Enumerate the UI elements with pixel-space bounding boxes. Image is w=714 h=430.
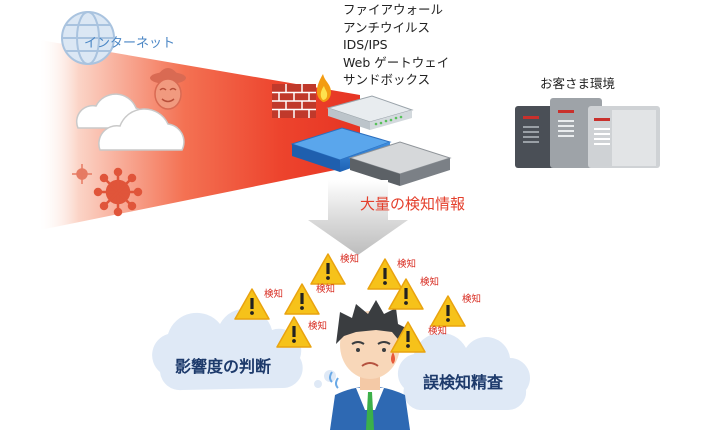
customer-environment-label: お客さま環境 xyxy=(540,76,616,91)
down-arrow-icon xyxy=(308,180,408,255)
impact-judgement-text: 影響度の判断 xyxy=(175,357,272,376)
worried-person-icon xyxy=(329,300,410,430)
alert-label: 検知 xyxy=(308,320,327,332)
virus-icon xyxy=(72,164,92,184)
virus-icon xyxy=(93,167,143,217)
warning-icon xyxy=(390,321,426,353)
internet-label: インターネット xyxy=(84,36,176,51)
alert-label: 検知 xyxy=(316,283,335,295)
hacker-icon xyxy=(150,68,186,110)
warning-icon xyxy=(430,295,466,327)
device-sandbox: サンドボックス xyxy=(343,72,431,87)
warning-icon xyxy=(284,283,320,315)
warning-icon xyxy=(234,288,270,320)
device-web-gateway: Web ゲートウェイ xyxy=(343,54,450,70)
alert-label: 検知 xyxy=(420,276,439,288)
detection-flow-label: 大量の検知情報 xyxy=(360,195,466,213)
false-positive-review-text: 誤検知精査 xyxy=(423,373,504,392)
alert-label: 検知 xyxy=(264,288,283,300)
globe-icon xyxy=(61,11,115,65)
warning-icon xyxy=(367,258,403,290)
device-antivirus: アンチウイルス xyxy=(343,19,431,35)
network-appliance-icon xyxy=(348,141,452,186)
network-appliance-icon xyxy=(326,95,414,130)
device-firewall: ファイアウォール xyxy=(343,2,444,17)
threat-beam xyxy=(40,40,360,230)
alert-label: 検知 xyxy=(340,253,359,265)
warning-icon xyxy=(276,316,312,348)
fire-icon xyxy=(316,74,331,102)
thought-cloud-left xyxy=(152,308,303,391)
device-ids-ips: IDS/IPS xyxy=(343,37,388,52)
alert-label: 検知 xyxy=(462,293,481,305)
firewall-icon xyxy=(272,84,316,118)
server-icon xyxy=(515,98,660,168)
alert-label: 検知 xyxy=(397,258,416,270)
warning-icon xyxy=(388,278,424,310)
cloud-icon xyxy=(75,93,185,151)
warning-icon xyxy=(310,253,346,285)
security-devices-list: ファイアウォール アンチウイルス IDS/IPS Web ゲートウェイ サンドボ… xyxy=(343,1,449,89)
thought-cloud-right xyxy=(397,332,531,411)
alert-label: 検知 xyxy=(428,325,447,337)
